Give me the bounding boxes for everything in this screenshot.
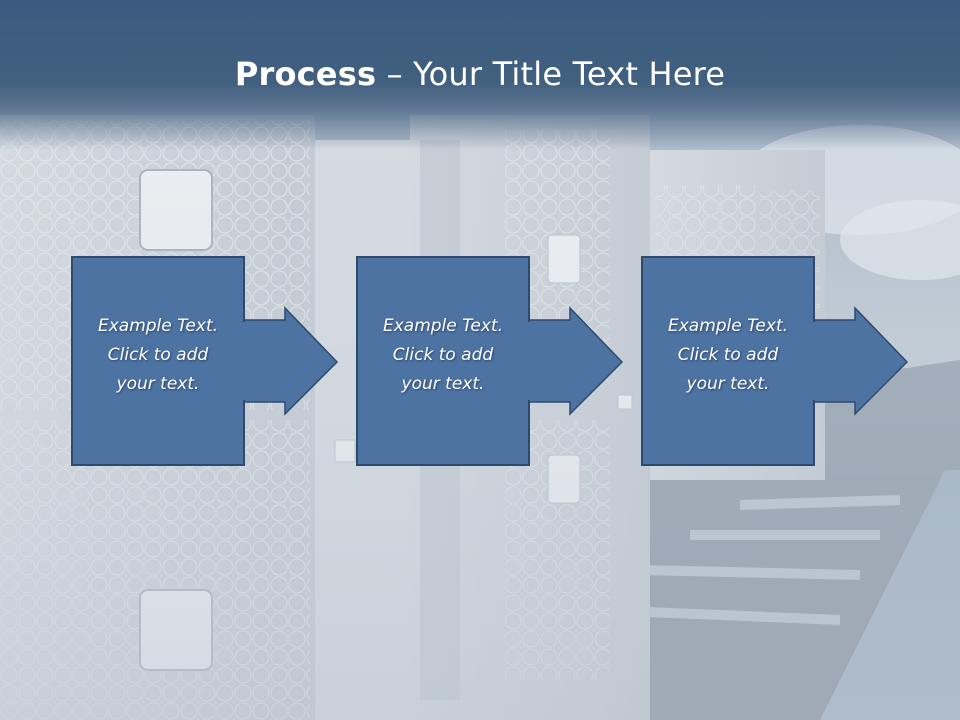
- process-step-2[interactable]: Example Text. Click to add your text.: [356, 256, 632, 468]
- step-2-text[interactable]: Example Text. Click to add your text.: [364, 312, 522, 399]
- title-bar: [0, 0, 960, 150]
- step-3-text[interactable]: Example Text. Click to add your text.: [649, 312, 807, 399]
- step-2-line-2: Click to add: [392, 345, 494, 365]
- step-1-text[interactable]: Example Text. Click to add your text.: [79, 312, 237, 399]
- title-rest: – Your Title Text Here: [376, 55, 726, 93]
- process-step-3[interactable]: Example Text. Click to add your text.: [641, 256, 917, 468]
- step-3-shape: [641, 256, 909, 466]
- step-3-line-1: Example Text.: [667, 316, 789, 336]
- step-2-line-3: your text.: [401, 374, 485, 394]
- step-2-shape: [356, 256, 624, 466]
- step-2-line-1: Example Text.: [382, 316, 504, 336]
- step-1-line-1: Example Text.: [97, 316, 219, 336]
- process-step-1[interactable]: Example Text. Click to add your text.: [71, 256, 347, 468]
- step-1-shape: [71, 256, 339, 466]
- step-3-line-2: Click to add: [677, 345, 779, 365]
- slide-title[interactable]: Process – Your Title Text Here: [0, 52, 960, 96]
- step-1-line-2: Click to add: [107, 345, 209, 365]
- step-1-line-3: your text.: [116, 374, 200, 394]
- step-3-line-3: your text.: [686, 374, 770, 394]
- title-bold: Process: [234, 55, 377, 93]
